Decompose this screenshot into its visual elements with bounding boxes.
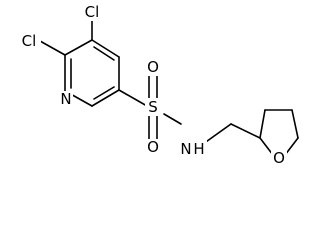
pyridine-ring bbox=[64, 39, 120, 107]
bond-n-ch2 bbox=[202, 123, 232, 145]
molecule-structure: Cl Cl N S O O N H O bbox=[21, 3, 299, 167]
bond-c3-c2-inner bbox=[93, 86, 115, 100]
bond-c5-c4-inner bbox=[93, 46, 115, 61]
bond-c3-s bbox=[118, 89, 148, 107]
bond-s-n bbox=[163, 113, 182, 125]
bond-c5-o bbox=[284, 137, 299, 156]
structure-canvas: Cl Cl N S O O N H O bbox=[21, 3, 299, 167]
atom-o-top: O bbox=[147, 58, 159, 76]
atom-s: S bbox=[148, 98, 158, 116]
bond-ch2-c2thf bbox=[230, 123, 261, 139]
atom-o-ring: O bbox=[273, 149, 285, 167]
atom-cl-top: Cl bbox=[85, 3, 100, 21]
atom-n-amide-h: H bbox=[193, 140, 204, 158]
atom-n-amide: N bbox=[180, 140, 191, 158]
bond-c2-c3 bbox=[259, 109, 266, 139]
bond-o-c2 bbox=[259, 137, 274, 156]
bond-c4-c5 bbox=[291, 109, 299, 139]
bond-c5-c4 bbox=[91, 39, 120, 58]
atom-o-bottom: O bbox=[147, 138, 159, 156]
atom-n-ring: N bbox=[60, 90, 71, 108]
atom-cl-left: Cl bbox=[22, 32, 37, 50]
bond-c3-c2 bbox=[91, 89, 120, 107]
bond-c6-cl bbox=[39, 40, 66, 56]
tetrahydrofuran-ring bbox=[259, 109, 299, 156]
bond-c6-c5 bbox=[64, 39, 93, 56]
